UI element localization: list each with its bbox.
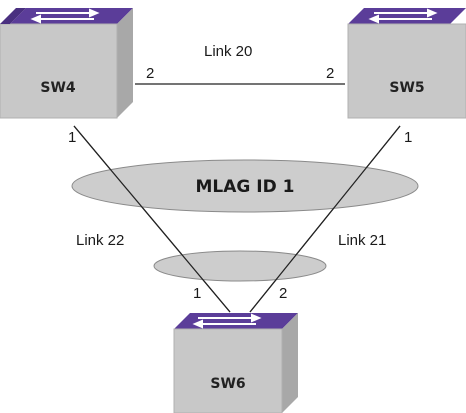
link-22-line-overlay xyxy=(73,125,231,313)
lag-ellipse xyxy=(153,250,327,282)
sw6-port-link21: 2 xyxy=(279,285,287,302)
sw5-label: SW5 xyxy=(389,80,424,96)
sw5-port-link20: 2 xyxy=(326,65,334,82)
link-21-label: Link 21 xyxy=(338,232,386,249)
sw4-port-link20: 2 xyxy=(146,65,154,82)
link-22-label: Link 22 xyxy=(76,232,124,249)
sw6-label: SW6 xyxy=(210,376,245,392)
mlag-ellipse xyxy=(71,159,419,213)
mlag-label: MLAG ID 1 xyxy=(196,177,295,197)
link-21-line-overlay xyxy=(249,125,401,313)
switch-sw6: SW6 xyxy=(173,313,298,413)
sw6-port-link22: 1 xyxy=(193,285,201,302)
switch-sw4: SW4 xyxy=(0,8,133,119)
link-20-label: Link 20 xyxy=(204,43,252,60)
switch-arrows-icon xyxy=(192,313,262,329)
sw5-port-link21: 1 xyxy=(404,129,412,146)
sw4-port-link22: 1 xyxy=(68,129,76,146)
switch-arrows-icon xyxy=(30,8,100,24)
switch-arrows-icon xyxy=(368,8,438,24)
switch-sw5: SW5 xyxy=(347,8,466,119)
sw4-label: SW4 xyxy=(40,80,76,96)
